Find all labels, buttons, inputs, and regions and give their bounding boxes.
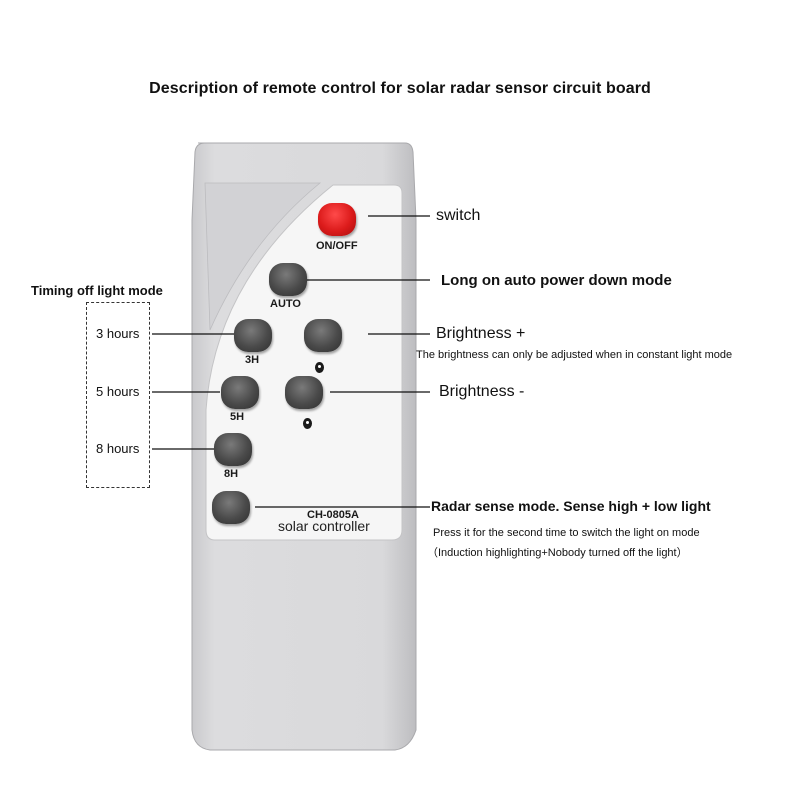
timing-item-5h: 5 hours [96,384,140,399]
timing-group-box [86,302,150,488]
brightness-note: The brightness can only be adjusted when… [416,349,733,361]
brand-text: solar controller [278,518,370,534]
remote-wing [204,182,322,331]
timer-3h-label: 3H [245,354,260,366]
timer-5h-label: 5H [230,411,245,423]
remote-face [205,184,403,541]
radar-mode-button[interactable] [212,491,250,524]
brightness-plus-annotation: Brightness + [436,325,526,342]
radar-note-1: Press it for the second time to switch t… [433,527,700,539]
auto-label: AUTO [270,298,301,310]
model-number: CH-0805A [307,509,359,521]
radar-note-2: （Induction highlighting+Nobody turned of… [427,547,688,559]
timing-item-8h: 8 hours [96,441,140,456]
auto-button[interactable] [269,263,307,296]
timer-8h-button[interactable] [214,433,252,466]
radar-annotation: Radar sense mode. Sense high + low light [431,498,711,514]
on-off-label: ON/OFF [316,240,358,252]
timer-8h-label: 8H [224,468,239,480]
timer-5h-button[interactable] [221,376,259,409]
pointer-lines [152,215,430,508]
switch-annotation: switch [436,207,481,224]
page-title: Description of remote control for solar … [149,80,651,97]
brightness-plus-dot-icon [315,362,324,373]
brightness-minus-dot-icon [303,418,312,429]
timing-heading: Timing off light mode [31,283,163,298]
auto-annotation: Long on auto power down mode [441,272,672,289]
brightness-plus-button[interactable] [304,319,342,352]
brightness-minus-annotation: Brightness - [439,383,525,400]
timing-item-3h: 3 hours [96,326,140,341]
on-off-button[interactable] [318,203,356,236]
brightness-minus-button[interactable] [285,376,323,409]
timer-3h-button[interactable] [234,319,272,352]
